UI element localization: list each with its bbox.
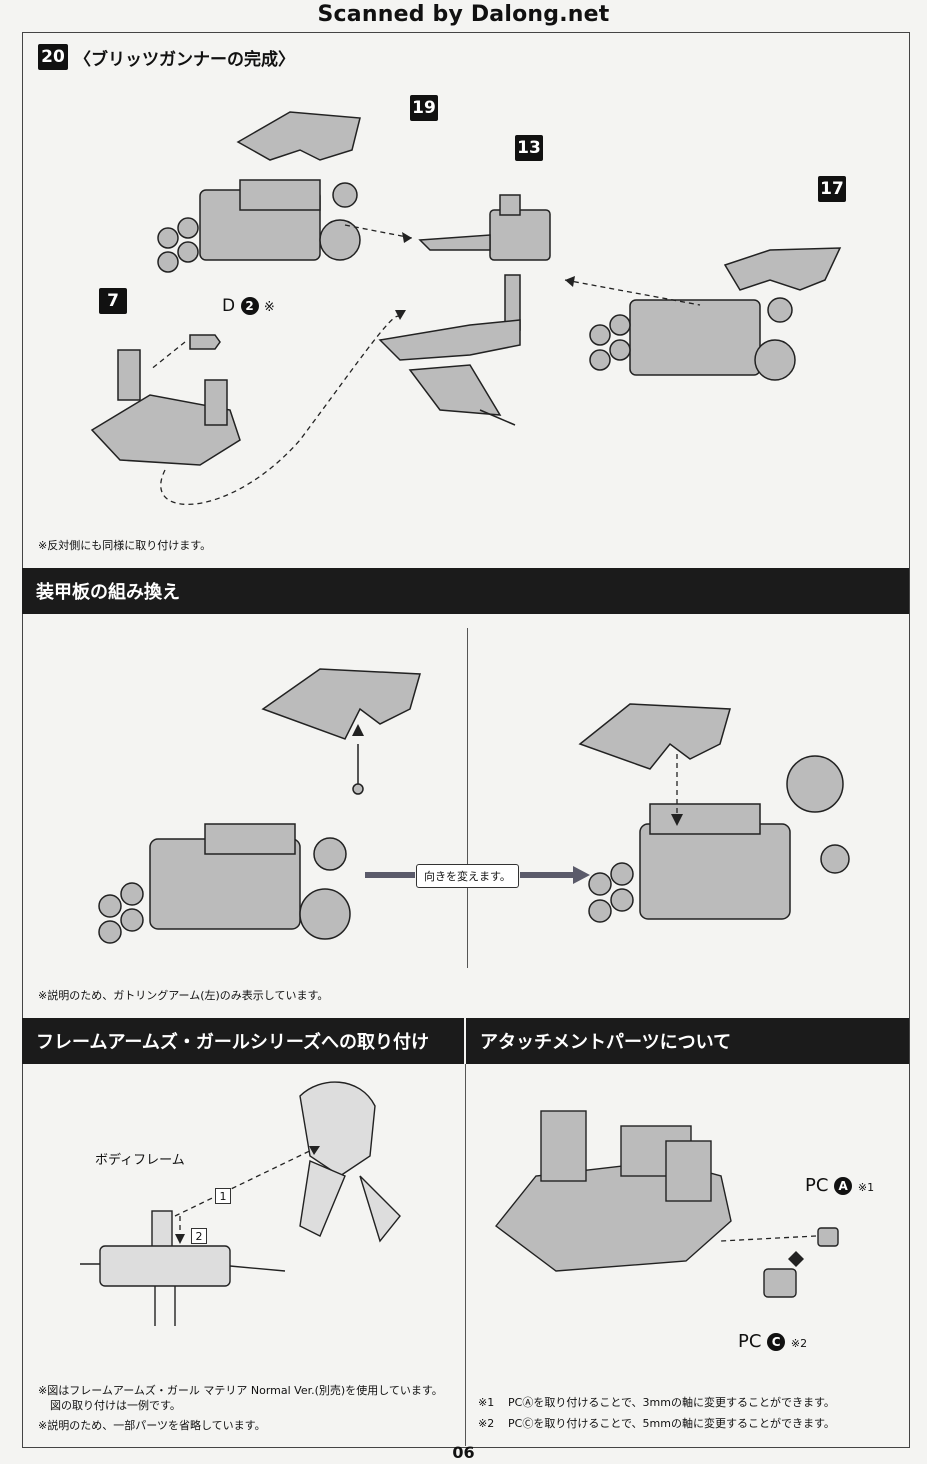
armor-section-divider <box>467 628 468 968</box>
armor-section-header: 装甲板の組み換え <box>22 568 909 614</box>
page-frame <box>22 32 910 1448</box>
step-20-illustration <box>90 111 842 506</box>
pc-a-prefix: PC <box>805 1175 829 1196</box>
step-20-note: ※反対側にも同様に取り付けます。 <box>38 539 212 552</box>
badge-17: 17 <box>818 176 846 202</box>
part-d2-label: D 2 ※ <box>222 296 275 316</box>
badge-19: 19 <box>410 95 438 121</box>
step-number: 20 <box>38 44 68 70</box>
pc-a-label: PC A ※1 <box>805 1175 874 1196</box>
fa-section-header: フレームアームズ・ガールシリーズへの取り付け <box>22 1018 464 1064</box>
attach-note-2-mark: ※2 <box>478 1417 495 1430</box>
orientation-callout: 向きを変えます。 <box>416 864 519 888</box>
attach-note-1-mark: ※1 <box>478 1396 495 1409</box>
part-letter: D <box>222 296 236 316</box>
badge-13: 13 <box>515 135 543 161</box>
step-1-box: 1 <box>215 1188 231 1204</box>
pc-a-mark: ※1 <box>857 1181 875 1194</box>
badge-7: 7 <box>99 288 127 314</box>
scan-watermark: Scanned by Dalong.net <box>317 2 610 27</box>
step-2-box: 2 <box>191 1228 207 1244</box>
step-title: 〈ブリッツガンナーの完成〉 <box>74 49 295 70</box>
part-number-circle: 2 <box>240 297 259 315</box>
pc-c-mark: ※2 <box>790 1337 808 1350</box>
attachment-illustration <box>495 1110 839 1298</box>
lower-section-divider <box>465 1064 466 1446</box>
attachment-section-header: アタッチメントパーツについて <box>466 1018 909 1064</box>
step-20-header: 20 〈ブリッツガンナーの完成〉 <box>38 44 295 70</box>
pc-a-circle: A <box>834 1177 853 1195</box>
part-mark: ※ <box>263 300 275 315</box>
attach-note-2: PCⒸを取り付けることで、5mmの軸に変更することができます。 <box>508 1417 835 1430</box>
pc-c-label: PC C ※2 <box>738 1331 807 1352</box>
armor-note: ※説明のため、ガトリングアーム(左)のみ表示しています。 <box>38 989 329 1002</box>
fa-note-2: ※説明のため、一部パーツを省略しています。 <box>38 1419 266 1432</box>
pc-c-prefix: PC <box>738 1331 762 1352</box>
page-number: 06 <box>452 1443 475 1462</box>
armor-illustration <box>98 668 850 944</box>
fa-note-1: ※図はフレームアームズ・ガール マテリア Normal Ver.(別売)を使用し… <box>38 1384 443 1397</box>
fa-attach-illustration <box>80 1081 401 1326</box>
attach-note-1: PCⒶを取り付けることで、3mmの軸に変更することができます。 <box>508 1396 835 1409</box>
pc-c-circle: C <box>767 1333 786 1351</box>
body-frame-label: ボディフレーム <box>95 1153 185 1168</box>
fa-note-1b: 図の取り付けは一例です。 <box>50 1399 181 1412</box>
